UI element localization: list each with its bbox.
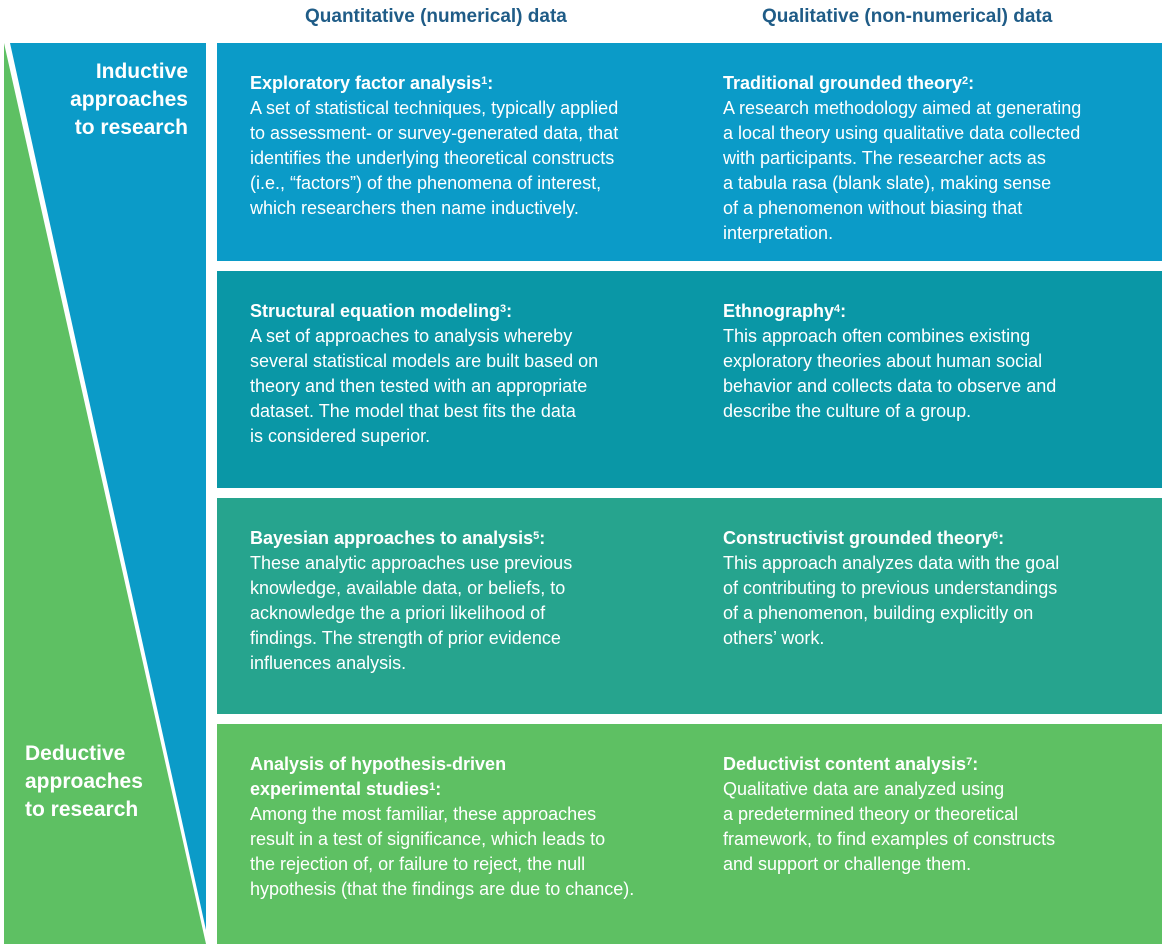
method-cell-quantitative: Structural equation modeling3: A set of …	[250, 299, 680, 449]
method-row: Analysis of hypothesis-driven experiment…	[217, 724, 1162, 944]
method-title: Ethnography4:	[723, 301, 847, 321]
footnote-marker: 5	[533, 530, 540, 542]
method-cell-quantitative: Exploratory factor analysis1: A set of s…	[250, 71, 680, 221]
description-line: (i.e., “factors”) of the phenomena of in…	[250, 173, 602, 193]
footnote-marker: 2	[962, 75, 969, 87]
description-line: acknowledge the a priori likelihood of	[250, 603, 546, 623]
deductive-label-line: approaches	[25, 770, 143, 793]
footnote-marker: 1	[429, 781, 436, 793]
description-line: of a phenomenon without biasing that	[723, 198, 1023, 218]
method-description: A set of approaches to analysis whereby …	[250, 324, 680, 449]
method-description: This approach often combines existing ex…	[723, 324, 1153, 424]
approach-wedges	[4, 43, 206, 944]
method-row: Structural equation modeling3: A set of …	[217, 271, 1162, 488]
method-title: Deductivist content analysis7:	[723, 754, 979, 774]
method-cell-quantitative: Bayesian approaches to analysis5: These …	[250, 526, 680, 676]
method-title: Exploratory factor analysis1:	[250, 73, 494, 93]
method-cell-qualitative: Traditional grounded theory2: A research…	[723, 71, 1153, 246]
description-line: a tabula rasa (blank slate), making sens…	[723, 173, 1052, 193]
method-title: Bayesian approaches to analysis5:	[250, 528, 546, 548]
description-line: framework, to find examples of construct…	[723, 829, 1056, 849]
method-description: A research methodology aimed at generati…	[723, 96, 1153, 246]
title-line: experimental studies1:	[250, 779, 442, 799]
method-cell-qualitative: Deductivist content analysis7: Qualitati…	[723, 752, 1153, 877]
description-line: to assessment- or survey-generated data,…	[250, 123, 619, 143]
description-line: which researchers then name inductively.	[250, 198, 579, 218]
description-line: a local theory using qualitative data co…	[723, 123, 1081, 143]
footnote-marker: 1	[481, 75, 488, 87]
description-line: others’ work.	[723, 628, 825, 648]
deductive-approaches-label: Deductive approaches to research	[25, 740, 143, 824]
method-cell-qualitative: Constructivist grounded theory6: This ap…	[723, 526, 1153, 651]
method-row: Bayesian approaches to analysis5: These …	[217, 498, 1162, 714]
description-line: This approach often combines existing	[723, 326, 1031, 346]
description-line: exploratory theories about human social	[723, 351, 1043, 371]
method-title: Constructivist grounded theory6:	[723, 528, 1005, 548]
description-line: and support or challenge them.	[723, 854, 972, 874]
column-header-quantitative: Quantitative (numerical) data	[305, 6, 567, 27]
method-title: Structural equation modeling3:	[250, 301, 513, 321]
description-line: knowledge, available data, or beliefs, t…	[250, 578, 566, 598]
description-line: A set of approaches to analysis whereby	[250, 326, 573, 346]
description-line: a predetermined theory or theoretical	[723, 804, 1019, 824]
inductive-approaches-label: Inductive approaches to research	[70, 58, 188, 142]
deductive-wedge	[4, 43, 206, 944]
method-description: A set of statistical techniques, typical…	[250, 96, 680, 221]
inductive-label-line: Inductive	[95, 60, 188, 83]
footnote-marker: 4	[834, 303, 841, 315]
method-description: These analytic approaches use previous k…	[250, 551, 680, 676]
description-line: Qualitative data are analyzed using	[723, 779, 1005, 799]
description-line: behavior and collects data to observe an…	[723, 376, 1057, 396]
description-line: of contributing to previous understandin…	[723, 578, 1058, 598]
description-line: hypothesis (that the findings are due to…	[250, 879, 635, 899]
description-line: A set of statistical techniques, typical…	[250, 98, 619, 118]
method-row: Exploratory factor analysis1: A set of s…	[217, 43, 1162, 261]
column-header-qualitative: Qualitative (non-numerical) data	[762, 6, 1053, 27]
footnote-marker: 7	[966, 756, 973, 768]
description-line: result in a test of significance, which …	[250, 829, 606, 849]
method-description: This approach analyzes data with the goa…	[723, 551, 1153, 651]
description-line: A research methodology aimed at generati…	[723, 98, 1082, 118]
inductive-label-line: approaches	[70, 88, 188, 111]
description-line: describe the culture of a group.	[723, 401, 972, 421]
inductive-label-line: to research	[74, 116, 188, 139]
method-cell-qualitative: Ethnography4: This approach often combin…	[723, 299, 1153, 424]
inductive-wedge	[10, 43, 206, 930]
description-line: theory and then tested with an appropria…	[250, 376, 588, 396]
description-line: Among the most familiar, these approache…	[250, 804, 597, 824]
description-line: dataset. The model that best fits the da…	[250, 401, 576, 421]
description-line: interpretation.	[723, 223, 834, 243]
title-line: Analysis of hypothesis-driven	[250, 754, 507, 774]
description-line: is considered superior.	[250, 426, 431, 446]
description-line: findings. The strength of prior evidence	[250, 628, 561, 648]
method-description: Qualitative data are analyzed using a pr…	[723, 777, 1153, 877]
deductive-label-line: Deductive	[25, 742, 126, 765]
method-cell-quantitative: Analysis of hypothesis-driven experiment…	[250, 752, 680, 902]
method-description: Among the most familiar, these approache…	[250, 802, 680, 902]
description-line: This approach analyzes data with the goa…	[723, 553, 1060, 573]
approach-spectrum-bar: Inductive approaches to research Deducti…	[0, 0, 210, 950]
description-line: influences analysis.	[250, 653, 407, 673]
description-line: These analytic approaches use previous	[250, 553, 573, 573]
deductive-label-line: to research	[25, 798, 139, 821]
description-line: several statistical models are built bas…	[250, 351, 599, 371]
footnote-marker: 6	[992, 530, 999, 542]
description-line: the rejection of, or failure to reject, …	[250, 854, 586, 874]
description-line: with participants. The researcher acts a…	[723, 148, 1046, 168]
method-title: Analysis of hypothesis-driven experiment…	[250, 752, 680, 802]
description-line: of a phenomenon, building explicitly on	[723, 603, 1034, 623]
method-title: Traditional grounded theory2:	[723, 73, 975, 93]
description-line: identifies the underlying theoretical co…	[250, 148, 615, 168]
footnote-marker: 3	[500, 303, 507, 315]
